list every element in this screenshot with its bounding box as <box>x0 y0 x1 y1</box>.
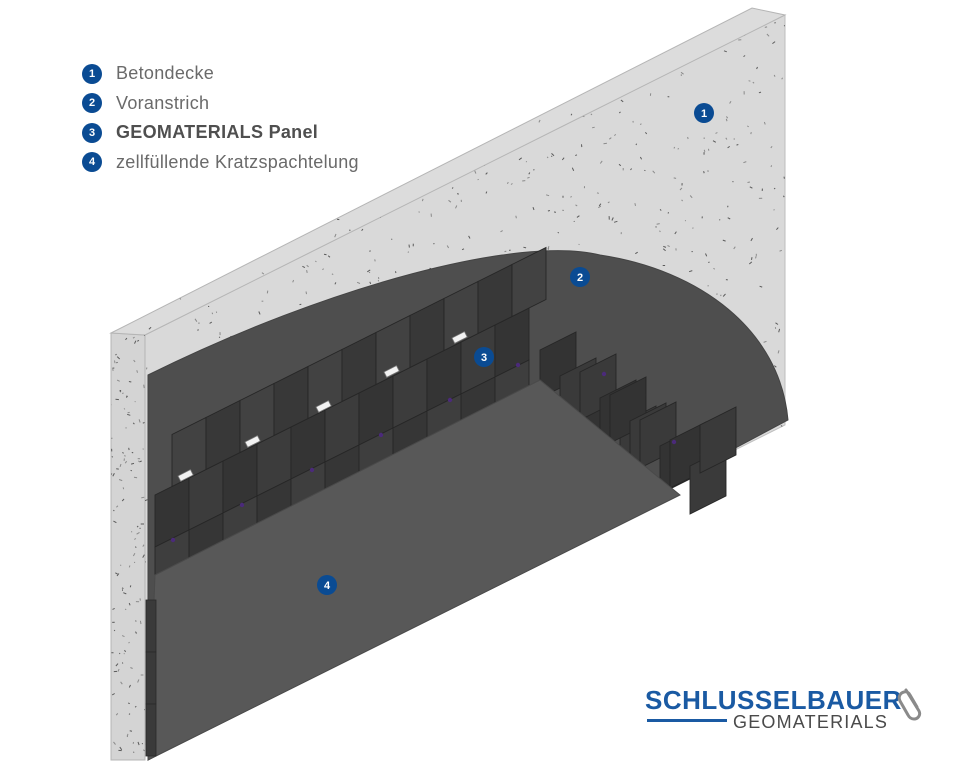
company-logo: SCHLUSSELBAUER GEOMATERIALS <box>645 686 945 746</box>
legend-item-filler: 4 zellfüllende Kratzspachtelung <box>82 148 359 178</box>
concrete-edge-texture <box>111 333 145 753</box>
legend-badge: 4 <box>82 152 102 173</box>
legend-label: Voranstrich <box>116 92 210 113</box>
marker-filler: 4 <box>317 575 337 595</box>
svg-text:3: 3 <box>481 352 487 364</box>
paperclip-icon <box>897 688 922 721</box>
marker-concrete: 1 <box>694 103 714 123</box>
svg-text:4: 4 <box>324 580 331 592</box>
logo-subtitle: GEOMATERIALS <box>733 712 889 732</box>
logo-rule <box>647 719 727 722</box>
legend-badge: 3 <box>82 122 102 143</box>
logo-name: SCHLUSSELBAUER <box>645 685 902 715</box>
marker-primer: 2 <box>570 267 590 287</box>
marker-panel: 3 <box>474 347 494 367</box>
legend-badge: 1 <box>82 63 102 84</box>
layer-legend: 1 Betondecke 2 Voranstrich 3 GEOMATERIAL… <box>82 59 359 177</box>
legend-item-primer: 2 Voranstrich <box>82 89 359 119</box>
legend-label: zellfüllende Kratzspachtelung <box>116 151 359 172</box>
concrete-slab-edge <box>110 332 146 761</box>
concrete-slab-top <box>109 7 787 336</box>
panel-edge-cells <box>145 599 157 757</box>
legend-item-panel: 3 GEOMATERIALS Panel <box>82 118 359 148</box>
legend-label: Betondecke <box>116 63 215 84</box>
svg-text:2: 2 <box>577 272 583 284</box>
legend-item-concrete: 1 Betondecke <box>82 59 359 89</box>
legend-badge: 2 <box>82 93 102 114</box>
svg-text:1: 1 <box>701 108 707 120</box>
legend-label: GEOMATERIALS Panel <box>116 122 319 143</box>
panel-fasteners <box>170 331 677 543</box>
